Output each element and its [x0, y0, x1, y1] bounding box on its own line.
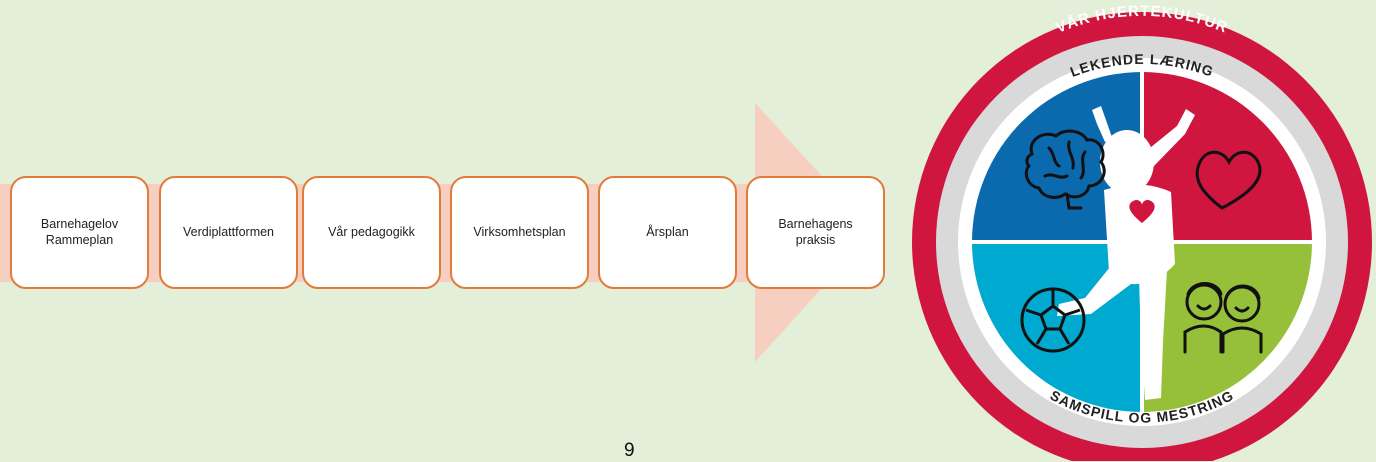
- step-verdiplattformen: Verdiplattformen: [159, 176, 298, 289]
- step-virksomhetsplan: Virksomhetsplan: [450, 176, 589, 289]
- step-label: Årsplan: [646, 224, 689, 239]
- step-label: Verdiplattformen: [182, 224, 275, 239]
- page-number: 9: [624, 440, 635, 461]
- hjertekultur-logo: VÅR HJERTEKULTUR LEKENDE LÆRING SAMSPILL…: [912, 3, 1372, 461]
- step-label: Vår pedagogikk: [328, 224, 415, 239]
- step-barnehagelov-rammeplan: Barnehagelov Rammeplan: [10, 176, 149, 289]
- step-barnehagens-praksis: Barnehagens praksis: [746, 176, 885, 289]
- step-label: Virksomhetsplan: [473, 224, 566, 239]
- step-var-pedagogikk: Vår pedagogikk: [302, 176, 441, 289]
- child-figure-icon: [1057, 106, 1195, 400]
- brain-icon: [1024, 129, 1106, 210]
- football-icon: [1020, 287, 1086, 353]
- step-label: Barnehagens praksis: [778, 216, 853, 247]
- step-arsplan: Årsplan: [598, 176, 737, 289]
- heart-icon: [1195, 150, 1262, 210]
- child-heart-icon: [1129, 199, 1155, 223]
- step-label: Barnehagelov Rammeplan: [40, 216, 119, 247]
- children-icon: [1183, 282, 1263, 354]
